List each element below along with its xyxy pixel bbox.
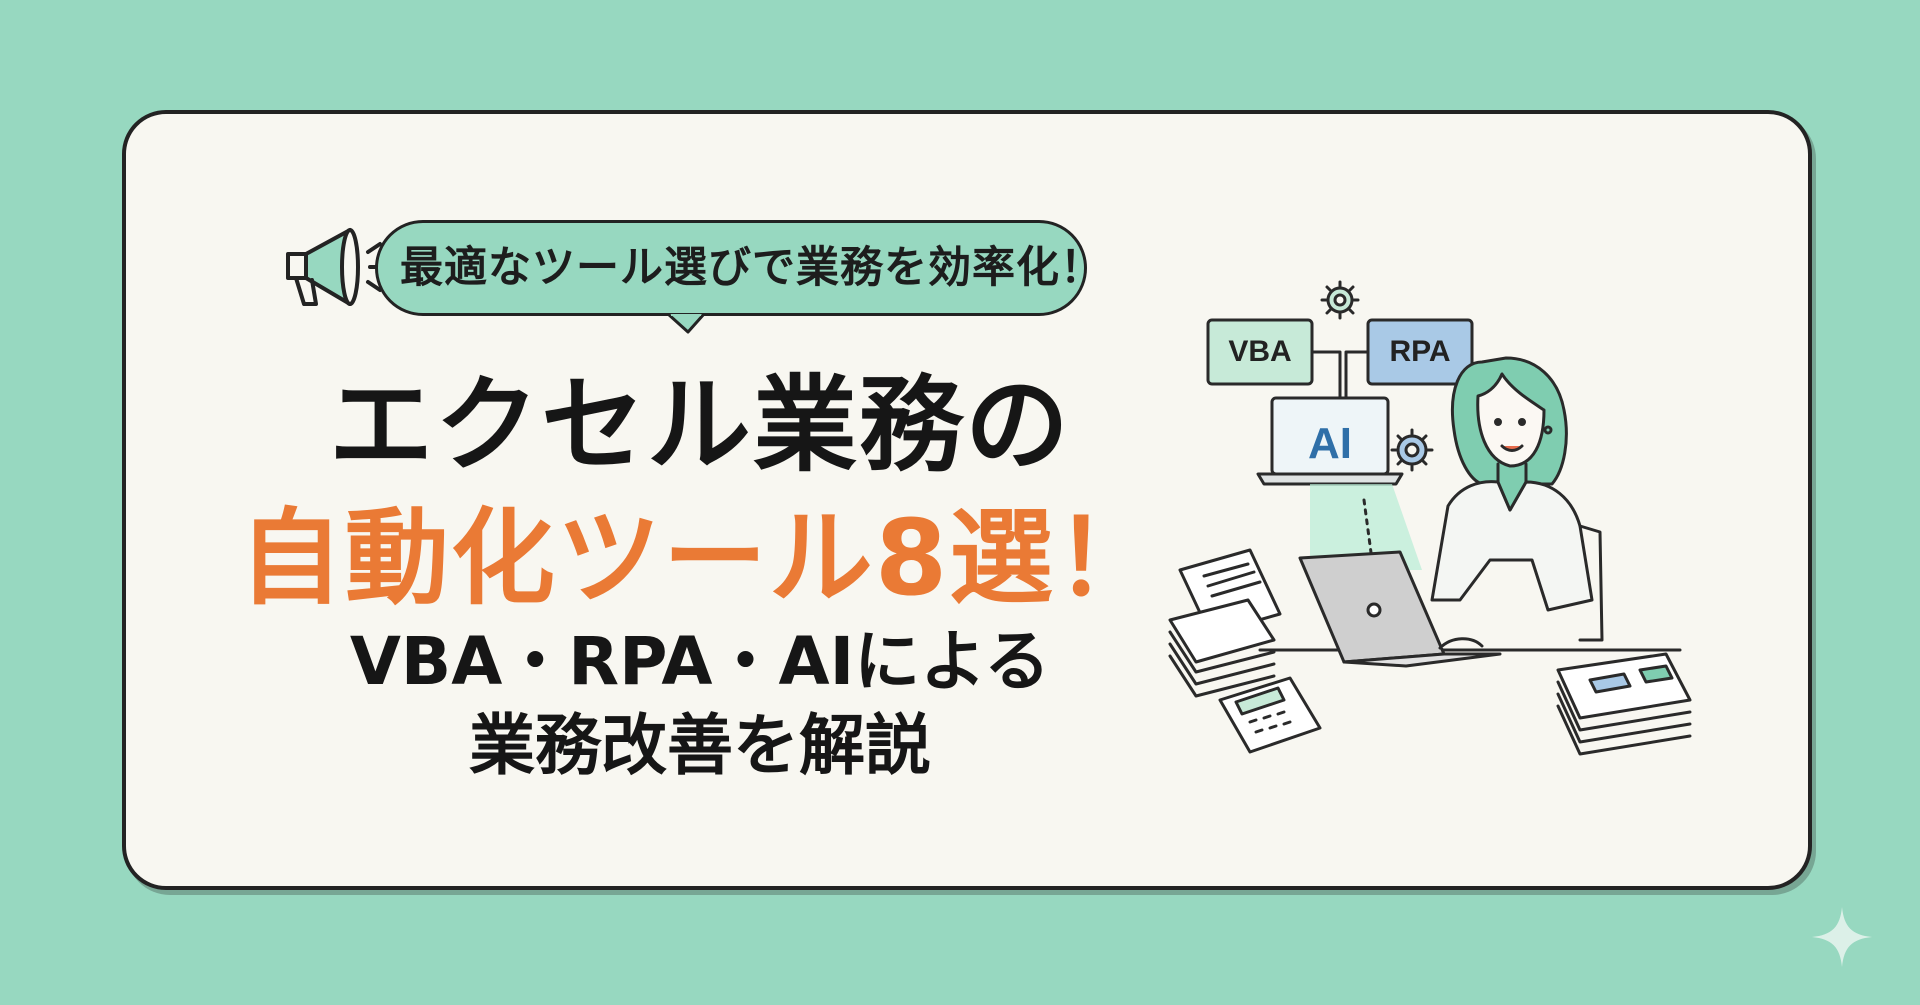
ai-label: AI [1308, 419, 1352, 468]
calculator-icon [1218, 676, 1322, 754]
gear-icon [1320, 280, 1360, 320]
subtitle-line-1: VBA・RPA・AIによる [349, 623, 1051, 700]
document-stack-icon [1168, 548, 1282, 698]
bubble-text: 最適なツール選びで業務を効率化！ [400, 243, 1104, 293]
gear-icon [1390, 428, 1434, 472]
speech-bubble [375, 220, 1087, 316]
megaphone-icon [286, 228, 386, 306]
speech-bubble-tail [668, 314, 706, 334]
rpa-label: RPA [1389, 335, 1451, 368]
subtitle-line-2: 業務改善を解説 [469, 707, 931, 784]
vba-label: VBA [1228, 335, 1292, 368]
office-worker-illustration [1168, 280, 1692, 756]
title-line-1: エクセル業務の [328, 364, 1071, 486]
sparkle-icon [1812, 907, 1872, 967]
document-stack-icon [1556, 652, 1692, 756]
title-line-2: 自動化ツール8選！ [238, 497, 1162, 619]
